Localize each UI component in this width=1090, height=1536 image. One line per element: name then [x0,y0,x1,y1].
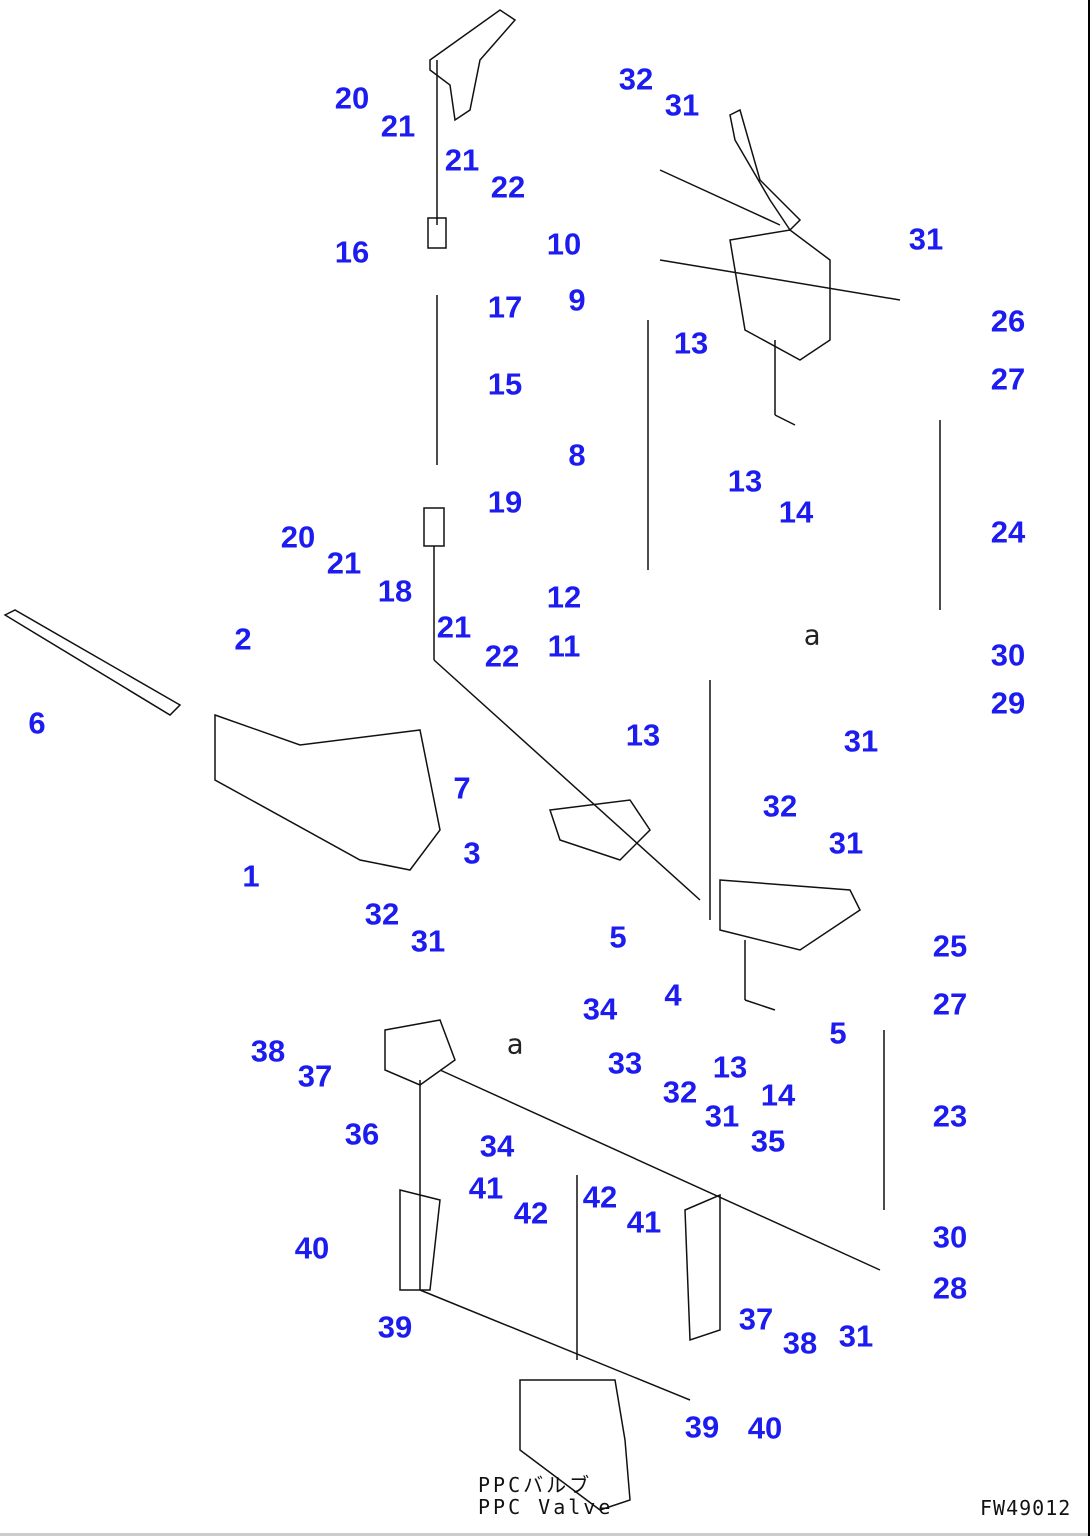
part-callout: 37 [297,1058,333,1094]
part-callout: 31 [843,723,879,759]
part-callout: 37 [738,1301,774,1337]
part-callout: 36 [344,1116,380,1152]
ppc-valve [519,1379,631,1511]
control-lever-upper [729,108,802,232]
part-callout: 32 [762,788,798,824]
ppc-valve-label-jp: PPCバルブ [478,1473,593,1497]
part-callout: 2 [234,621,252,657]
part-callout: 22 [484,638,520,674]
part-callout: 13 [727,463,763,499]
part-callout: 42 [513,1195,549,1231]
ppc-valve-label-en: PPC Valve [478,1495,614,1519]
part-callout: 34 [582,991,618,1027]
part-callout: 41 [626,1204,662,1240]
part-callout: 21 [436,609,472,645]
part-callout: 19 [487,484,523,520]
part-callout: 32 [618,61,654,97]
part-callout: 6 [28,705,46,741]
pedal-39-right [684,1193,721,1342]
part-callout: 39 [377,1309,413,1345]
part-callout: 24 [990,514,1026,550]
part-callout: 14 [778,494,814,530]
bracket-36 [384,1019,456,1086]
link-line [744,999,776,1011]
part-callout: 31 [410,923,446,959]
bracket-1 [214,713,441,871]
lower-lever-4 [719,879,861,951]
part-callout: 38 [782,1325,818,1361]
part-callout: 7 [453,770,471,806]
part-callout: 34 [479,1128,515,1164]
part-callout: 40 [294,1230,330,1266]
part-callout: 20 [334,80,370,116]
part-callout: 5 [829,1015,847,1051]
part-callout: 30 [990,637,1026,673]
link-line [659,169,781,226]
part-callout: 41 [468,1170,504,1206]
part-callout: 14 [760,1077,796,1113]
part-callout: 21 [380,108,416,144]
part-callout: 15 [487,366,523,402]
ppc-valve-label: PPCバルブ PPC Valve [478,1474,613,1518]
part-callout: 9 [568,282,586,318]
part-callout: 11 [547,628,581,664]
part-callout: 31 [704,1098,740,1134]
part-callout: 32 [364,896,400,932]
part-callout: 21 [326,545,362,581]
part-callout: 12 [546,579,582,615]
part-callout: 22 [490,169,526,205]
part-callout: 17 [487,289,523,325]
figure-code: FW49012 [980,1496,1072,1520]
part-callout: 13 [712,1049,748,1085]
part-callout: 1 [242,858,260,894]
part-callout: 40 [747,1410,783,1446]
part-callout: 10 [546,226,582,262]
part-callout: 20 [280,519,316,555]
part-callout: 21 [444,142,480,178]
part-3-bushing [548,799,651,861]
link-line [433,659,701,901]
part-callout: 16 [334,234,370,270]
upper-lever [429,9,517,122]
part-callout: 30 [932,1219,968,1255]
pedal-39-left [399,1189,441,1291]
part-callout: 31 [838,1318,874,1354]
part-callout: 13 [625,717,661,753]
part-callout: 4 [664,977,682,1013]
part-callout: 27 [990,361,1026,397]
part-callout: 13 [673,325,709,361]
part-callout: 26 [990,303,1026,339]
part-16-block [427,217,447,249]
part-callout: 35 [750,1123,786,1159]
part-callout: 23 [932,1098,968,1134]
part-callout: 8 [568,437,586,473]
part-callout: 31 [828,825,864,861]
part-callout: 5 [609,919,627,955]
part-18-block [423,507,445,547]
control-valve-upper [729,229,831,361]
view-marker-a: a [803,618,821,652]
part-callout: 42 [582,1179,618,1215]
bottom-border [0,1533,1088,1536]
part-callout: 31 [908,221,944,257]
shaft-6 [3,609,182,716]
part-callout: 3 [463,835,481,871]
link-line [439,1069,881,1271]
part-callout: 38 [250,1033,286,1069]
part-callout: 27 [932,986,968,1022]
link-line [774,414,796,426]
link-line [659,259,901,301]
part-callout: 32 [662,1074,698,1110]
part-callout: 39 [684,1409,720,1445]
link-line [419,1289,691,1401]
part-callout: 31 [664,87,700,123]
part-callout: 18 [377,573,413,609]
part-callout: 28 [932,1270,968,1306]
part-callout: 29 [990,685,1026,721]
view-marker-a: a [506,1027,524,1061]
part-callout: 33 [607,1045,643,1081]
part-callout: 25 [932,928,968,964]
